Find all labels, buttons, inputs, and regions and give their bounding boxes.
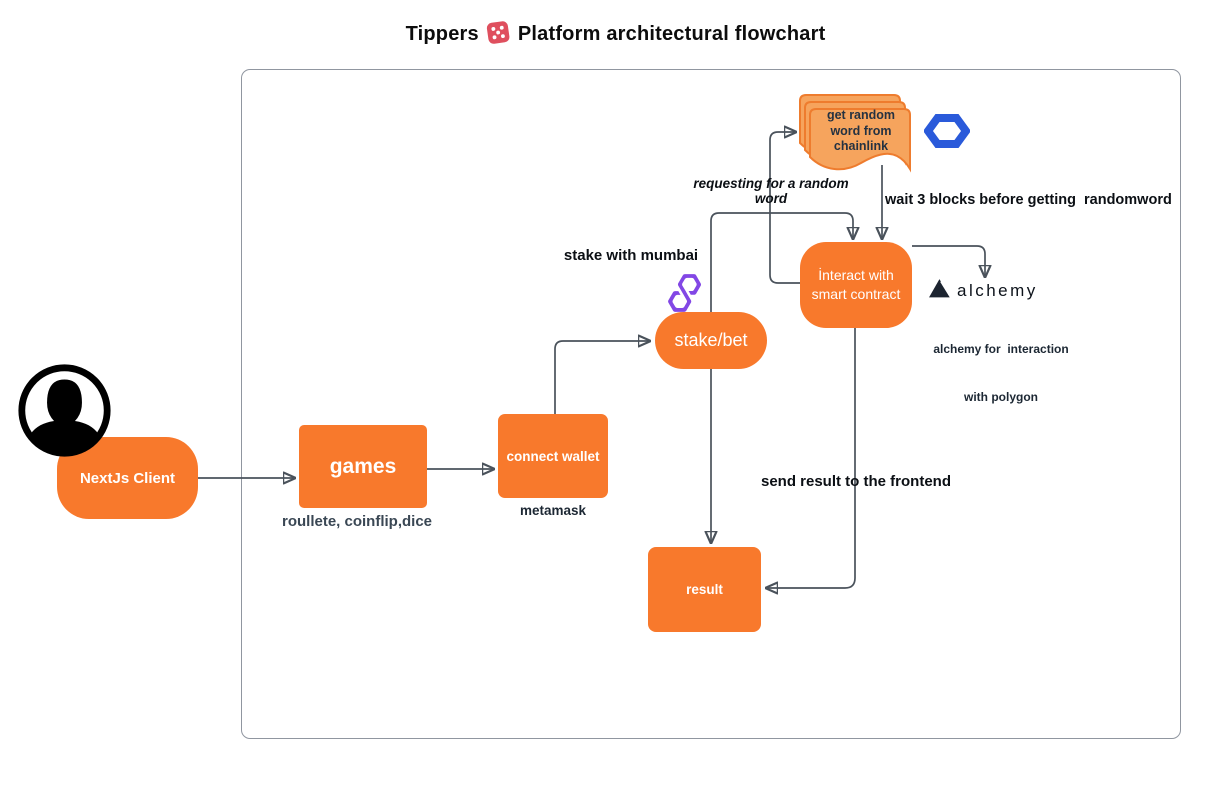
- node-stake-bet: stake/bet: [655, 312, 767, 369]
- node-interact-smart-contract-label: İnteract with smart contract: [811, 267, 901, 302]
- node-interact-smart-contract: İnteract with smart contract: [800, 242, 912, 328]
- alchemy-logo-icon: [928, 278, 953, 304]
- diagram-frame: [241, 69, 1181, 739]
- alchemy-caption-line2: with polygon: [964, 390, 1038, 404]
- user-icon: [16, 362, 113, 464]
- alchemy-logo: alchemy: [928, 278, 1078, 304]
- title-suffix: Platform architectural flowchart: [517, 22, 826, 45]
- label-stake-with-mumbai: stake with mumbai: [563, 247, 699, 264]
- node-result: result: [648, 547, 761, 632]
- node-result-label: result: [686, 582, 723, 597]
- node-nextjs-client-label: NextJs Client: [79, 469, 176, 487]
- node-connect-wallet: connect wallet: [498, 414, 608, 498]
- alchemy-caption-line1: alchemy for interaction: [933, 342, 1069, 356]
- node-connect-wallet-label: connect wallet: [506, 448, 600, 464]
- node-games: games: [299, 425, 427, 508]
- alchemy-caption: alchemy for interaction with polygon: [927, 309, 1075, 437]
- metamask-caption: metamask: [519, 503, 587, 518]
- games-caption: roullete, coinflip,dice: [281, 513, 433, 530]
- label-requesting-random-word: requesting for a random word: [693, 176, 853, 206]
- page-title: Tippers Platform architectural flowchart: [0, 18, 1231, 50]
- alchemy-wordmark: alchemy: [957, 281, 1038, 300]
- node-games-label: games: [329, 454, 397, 478]
- chainlink-doc-label: get random word from chainlink: [826, 108, 896, 153]
- label-send-result: send result to the frontend: [760, 473, 951, 490]
- label-wait-blocks: wait 3 blocks before getting randomword: [885, 192, 1172, 208]
- title-prefix: Tippers: [405, 22, 479, 45]
- chainlink-doc-shape: [795, 90, 911, 174]
- polygon-logo-icon: [663, 274, 701, 312]
- dice-icon: [484, 18, 513, 51]
- chainlink-logo-icon: [923, 114, 971, 153]
- node-stake-bet-label: stake/bet: [674, 330, 748, 350]
